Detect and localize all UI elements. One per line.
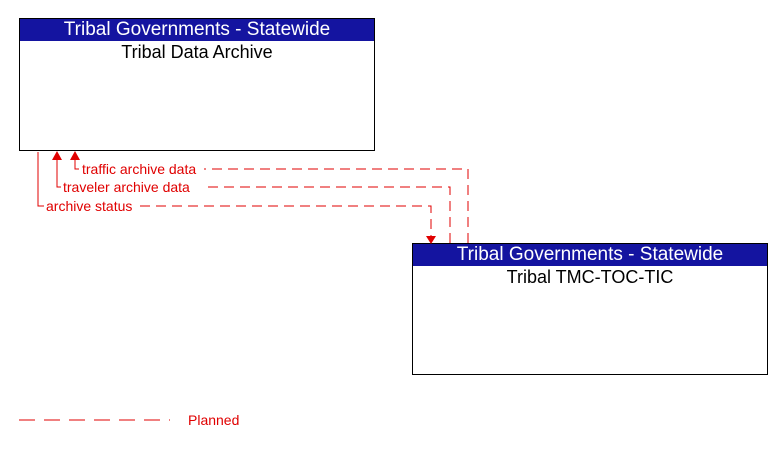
- legend-planned-label: Planned: [188, 412, 239, 428]
- flow-line: [37, 152, 44, 207]
- tribal-tmc-toc-tic-node[interactable]: Tribal Governments - Statewide Tribal TM…: [412, 243, 768, 375]
- node-title: Tribal Data Archive: [121, 42, 273, 62]
- arrow-head: [52, 151, 62, 160]
- arrow-head: [426, 236, 436, 244]
- flow-label: archive status: [46, 198, 132, 214]
- flow-line: [205, 186, 451, 243]
- flow-line: [140, 205, 432, 236]
- flow-archive-status[interactable]: archive status: [37, 152, 436, 244]
- flow-line: [56, 152, 61, 188]
- node-group-header: Tribal Governments - Statewide: [20, 19, 374, 41]
- flow-line: [204, 168, 469, 243]
- node-title: Tribal TMC-TOC-TIC: [506, 267, 674, 287]
- arrow-head: [70, 151, 80, 160]
- flow-label: traffic archive data: [82, 161, 196, 177]
- flow-traffic-archive-data[interactable]: traffic archive data: [70, 151, 469, 243]
- flow-traveler-archive-data[interactable]: traveler archive data: [52, 151, 451, 243]
- tribal-data-archive-node[interactable]: Tribal Governments - Statewide Tribal Da…: [19, 18, 375, 151]
- legend: Planned: [19, 412, 239, 428]
- node-group-header: Tribal Governments - Statewide: [413, 244, 767, 266]
- flow-label: traveler archive data: [63, 179, 190, 195]
